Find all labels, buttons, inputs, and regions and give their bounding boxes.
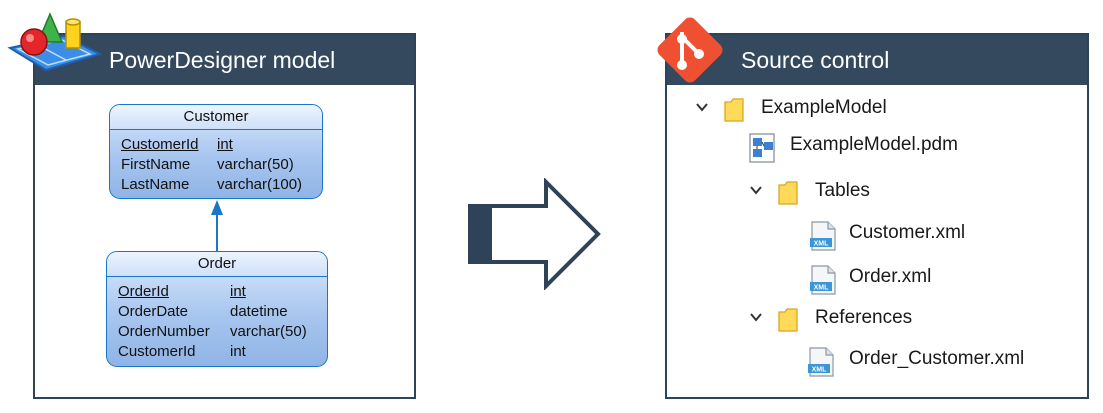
tree-item-customer-xml[interactable]: XML Customer.xml (809, 220, 1069, 251)
tree-item-tables[interactable]: Tables (749, 178, 1049, 208)
attribute-row: OrderId int (107, 282, 327, 302)
attribute-name: OrderNumber (118, 323, 210, 340)
entity-order[interactable]: Order OrderId int OrderDate datetime Ord… (106, 251, 328, 367)
tree-item-examplemodel-pdm[interactable]: ExampleModel.pdm (747, 132, 1047, 163)
attribute-row: OrderDate datetime (107, 302, 327, 322)
attribute-row: CustomerId int (110, 135, 322, 155)
tree-item-references[interactable]: References (749, 305, 1049, 335)
attribute-type: varchar(50) (217, 156, 294, 173)
svg-text:XML: XML (814, 285, 830, 292)
attribute-type: int (230, 343, 246, 360)
entity-order-title: Order (107, 252, 327, 277)
xml-file-icon: XML (808, 347, 834, 377)
xml-file-icon: XML (810, 221, 836, 251)
source-control-panel-title: Source control (667, 35, 1087, 85)
tree-item-label: Customer.xml (849, 222, 966, 243)
svg-text:XML: XML (812, 367, 828, 374)
tree-item-label: ExampleModel (761, 97, 887, 118)
folder-icon (778, 308, 798, 332)
attribute-type: varchar(50) (230, 323, 307, 340)
chevron-down-icon[interactable] (749, 183, 763, 197)
xml-file-icon: XML (810, 265, 836, 295)
attribute-name: OrderId (118, 283, 169, 300)
entity-customer[interactable]: Customer CustomerId int FirstName varcha… (109, 104, 323, 199)
attribute-name: OrderDate (118, 303, 189, 320)
right-arrow-icon (468, 178, 601, 290)
tree-item-label: Order_Customer.xml (849, 348, 1025, 369)
attribute-name: CustomerId (121, 136, 199, 153)
attribute-type: datetime (230, 303, 288, 320)
powerdesigner-model-panel: PowerDesigner model Customer CustomerId … (33, 33, 416, 399)
attribute-name: FirstName (121, 156, 191, 173)
tree-item-label: Tables (815, 180, 870, 201)
attribute-name: LastName (121, 176, 190, 193)
attribute-name: CustomerId (118, 343, 196, 360)
attribute-row: LastName varchar(100) (110, 175, 322, 195)
chevron-down-icon[interactable] (695, 100, 709, 114)
folder-icon (778, 181, 798, 205)
pdm-file-icon (749, 133, 775, 163)
attribute-row: CustomerId int (107, 342, 327, 362)
git-logo-icon (657, 17, 723, 83)
source-control-panel: Source control ExampleModel ExampleModel… (665, 33, 1089, 399)
powerdesigner-logo-icon (7, 12, 102, 72)
entity-customer-title: Customer (110, 105, 322, 130)
attribute-type: int (230, 283, 246, 300)
tree-item-label: Order.xml (849, 266, 932, 287)
folder-icon (724, 98, 744, 122)
powerdesigner-panel-title: PowerDesigner model (35, 35, 414, 85)
relationship-connector (211, 200, 223, 253)
attribute-row: OrderNumber varchar(50) (107, 322, 327, 342)
tree-item-label: ExampleModel.pdm (790, 134, 958, 155)
tree-item-order-xml[interactable]: XML Order.xml (809, 264, 1069, 295)
tree-item-order-customer-xml[interactable]: XML Order_Customer.xml (807, 346, 1077, 377)
attribute-row: FirstName varchar(50) (110, 155, 322, 175)
tree-item-examplemodel[interactable]: ExampleModel (695, 95, 995, 125)
chevron-down-icon[interactable] (749, 310, 763, 324)
attribute-type: varchar(100) (217, 176, 303, 193)
attribute-type: int (217, 136, 233, 153)
tree-item-label: References (815, 307, 913, 328)
svg-text:XML: XML (814, 241, 830, 248)
